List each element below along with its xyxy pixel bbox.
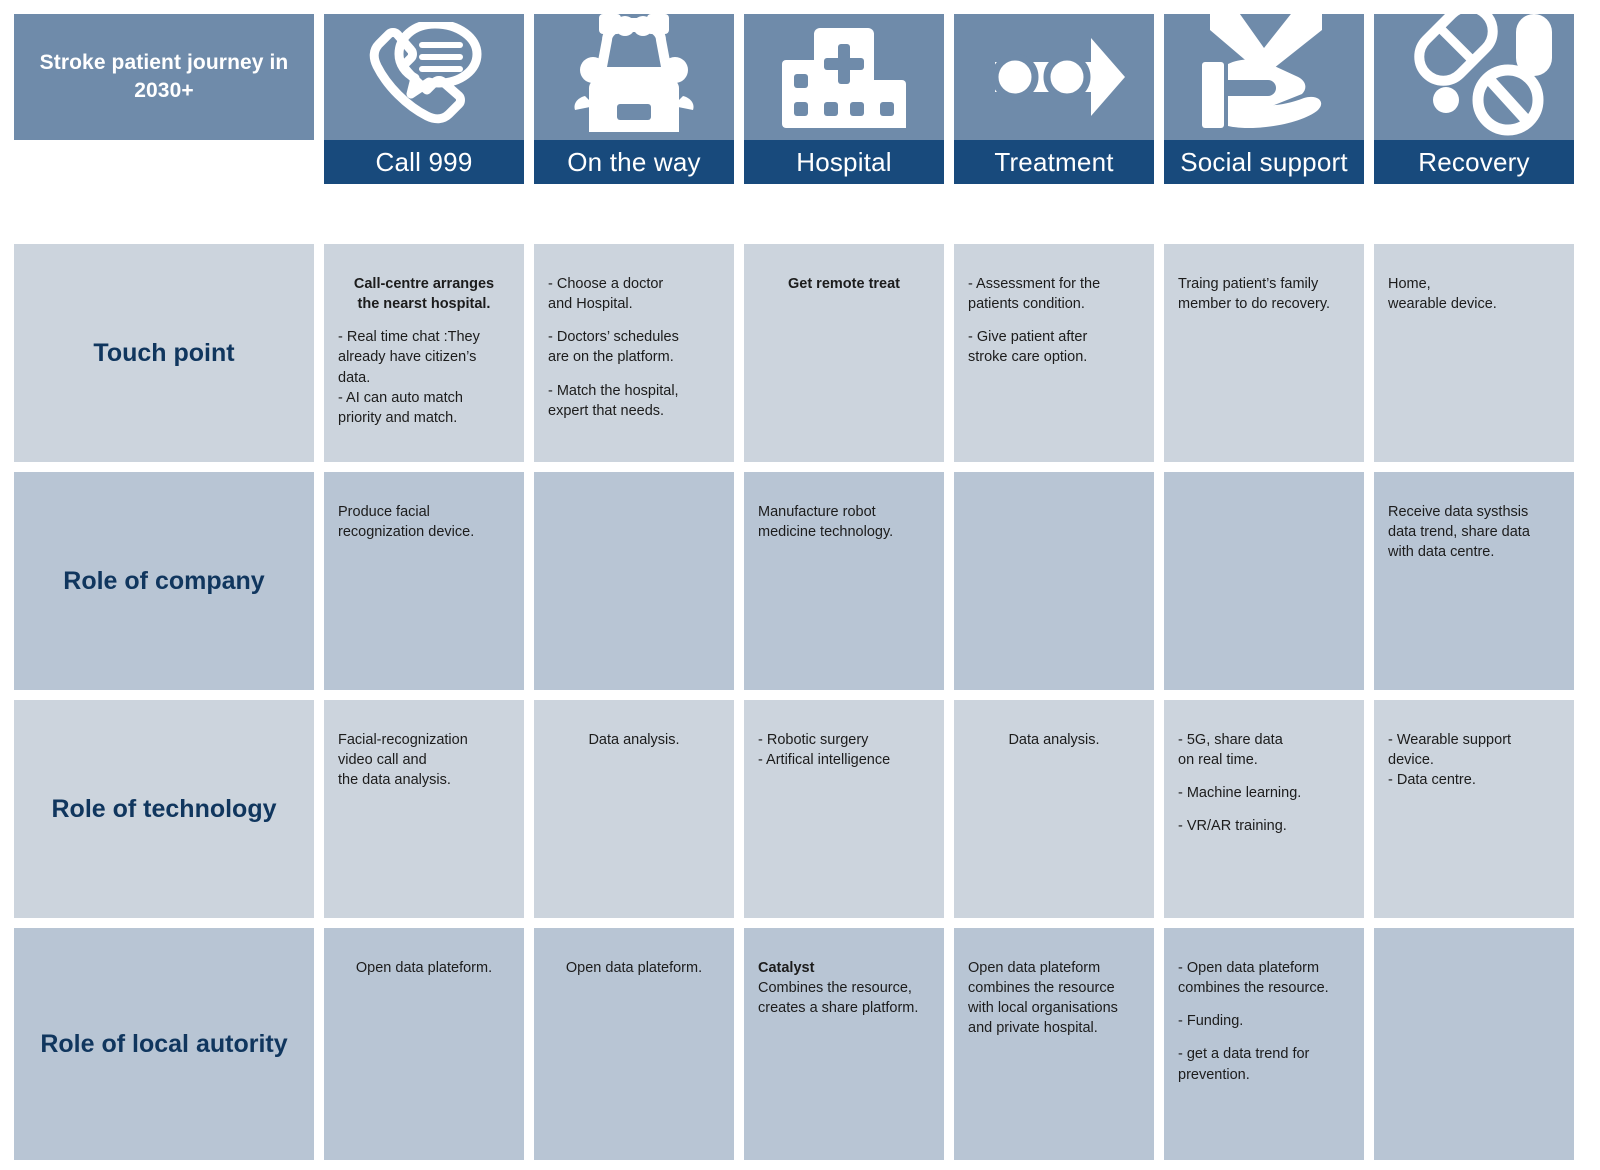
cell-technology-ontheway: Data analysis. (534, 700, 734, 918)
pills-capsule-icon (1394, 14, 1554, 140)
stage-call-999[interactable]: Call 999 (324, 14, 524, 184)
cell-localautority-recovery (1374, 928, 1574, 1160)
cell-company-socialsupport (1164, 472, 1364, 690)
cell-text: - 5G, share data on real time. (1178, 732, 1283, 769)
stage-treatment[interactable]: Treatment (954, 14, 1154, 184)
cell-text: Data analysis. (1008, 732, 1100, 748)
cell-localautority-socialsupport: - Open data plateform combines the resou… (1164, 928, 1364, 1160)
row-label-role-of-local-autority: Role of local autority (14, 928, 314, 1160)
table-row: Role of local autority Open data platefo… (14, 928, 1586, 1160)
cell-text: Home, wearable device. (1388, 276, 1497, 313)
cell-touchpoint-treatment: - Assessment for the patients condition.… (954, 244, 1154, 462)
cell-text: Data analysis. (588, 732, 680, 748)
cell-technology-recovery: - Wearable support device. - Data centre… (1374, 700, 1574, 918)
stage-label-on-the-way[interactable]: On the way (534, 140, 734, 184)
table-row: Role of company Produce facial recogniza… (14, 472, 1586, 690)
cell-text: Open data plateform. (565, 960, 703, 976)
cell-text: Call-centre arranges the nearst hospital… (353, 276, 495, 313)
cell-company-hospital: Manufacture robot medicine technology. (744, 472, 944, 690)
stage-social-support[interactable]: Social support (1164, 14, 1364, 184)
cell-text: Traing patient’s family member to do rec… (1178, 276, 1331, 313)
journey-grid: Touch point Call-centre arranges the nea… (14, 244, 1586, 1170)
stage-on-the-way[interactable]: On the way (534, 14, 734, 184)
cell-text: - Give patient after stroke care option. (968, 329, 1088, 366)
hospital-building-icon (774, 22, 914, 132)
cell-text: - Robotic surgery - Artifical intelligen… (758, 732, 891, 769)
cell-text: Facial-recognization video call and the … (338, 732, 468, 789)
cell-text: - Funding. (1178, 1013, 1244, 1030)
page-title: Stroke patient journey in 2030+ (39, 51, 289, 102)
process-arrow-icon (979, 32, 1129, 122)
cell-text: - Match the hospital, expert that needs. (548, 382, 679, 419)
cell-touchpoint-hospital: Get remote treat (744, 244, 944, 462)
cell-text: - VR/AR training. (1178, 818, 1287, 835)
ambulance-icon (559, 14, 709, 140)
cell-text: - Doctors’ schedules are on the platform… (548, 329, 679, 366)
stage-icon-container (744, 14, 944, 140)
cell-company-ontheway (534, 472, 734, 690)
table-row: Touch point Call-centre arranges the nea… (14, 244, 1586, 462)
cell-text: - Choose a doctor and Hospital. (548, 276, 664, 313)
cell-localautority-hospital: Catalyst Combines the resource, creates … (744, 928, 944, 1160)
board-title-cell: Stroke patient journey in 2030+ (14, 14, 314, 140)
cell-company-treatment (954, 472, 1154, 690)
cell-technology-socialsupport: - 5G, share data on real time. - Machine… (1164, 700, 1364, 918)
cell-technology-call999: Facial-recognization video call and the … (324, 700, 524, 918)
stage-icon-container (954, 14, 1154, 140)
cell-company-call999: Produce facial recognization device. (324, 472, 524, 690)
cell-text: Open data plateform. (355, 960, 493, 976)
cell-technology-treatment: Data analysis. (954, 700, 1154, 918)
cell-technology-hospital: - Robotic surgery - Artifical intelligen… (744, 700, 944, 918)
stage-label-hospital[interactable]: Hospital (744, 140, 944, 184)
row-label-role-of-company: Role of company (14, 472, 314, 690)
stage-label-call-999[interactable]: Call 999 (324, 140, 524, 184)
stage-header-row: Stroke patient journey in 2030+ Call 999 (14, 14, 1586, 184)
cell-touchpoint-socialsupport: Traing patient’s family member to do rec… (1164, 244, 1364, 462)
table-row: Role of technology Facial-recognization … (14, 700, 1586, 918)
row-label-touch-point: Touch point (14, 244, 314, 462)
stage-label-recovery[interactable]: Recovery (1374, 140, 1574, 184)
row-label-role-of-technology: Role of technology (14, 700, 314, 918)
cell-text: Manufacture robot medicine technology. (758, 504, 894, 541)
cell-touchpoint-ontheway: - Choose a doctor and Hospital. - Doctor… (534, 244, 734, 462)
stage-icon-container (1164, 14, 1364, 140)
stage-icon-container (1374, 14, 1574, 140)
cell-text: - Open data plateform combines the resou… (1178, 960, 1329, 997)
cell-text: - Assessment for the patients condition. (968, 276, 1101, 313)
cell-touchpoint-call999: Call-centre arranges the nearst hospital… (324, 244, 524, 462)
cell-text: - Real time chat :They already have citi… (338, 329, 480, 426)
stage-label-treatment[interactable]: Treatment (954, 140, 1154, 184)
cell-localautority-call999: Open data plateform. (324, 928, 524, 1160)
cell-localautority-ontheway: Open data plateform. (534, 928, 734, 1160)
stage-recovery[interactable]: Recovery (1374, 14, 1574, 184)
hand-holding-heart-icon (1184, 14, 1344, 140)
cell-text: Catalyst (758, 960, 815, 976)
cell-localautority-treatment: Open data plateform combines the resourc… (954, 928, 1154, 1160)
cell-text: Receive data systhsis data trend, share … (1388, 504, 1530, 561)
cell-text: Produce facial recognization device. (338, 504, 475, 541)
cell-text: - get a data trend for prevention. (1178, 1046, 1310, 1083)
stage-icon-container (324, 14, 524, 140)
stage-hospital[interactable]: Hospital (744, 14, 944, 184)
cell-touchpoint-recovery: Home, wearable device. (1374, 244, 1574, 462)
stage-label-social-support[interactable]: Social support (1164, 140, 1364, 184)
stage-icon-container (534, 14, 734, 140)
cell-text: Combines the resource, creates a share p… (758, 980, 919, 1017)
cell-text: Open data plateform combines the resourc… (968, 960, 1118, 1037)
cell-company-recovery: Receive data systhsis data trend, share … (1374, 472, 1574, 690)
phone-chat-icon (349, 22, 499, 132)
cell-text: - Machine learning. (1178, 785, 1302, 802)
cell-text: - Wearable support device. - Data centre… (1388, 732, 1512, 789)
cell-text: Get remote treat (787, 276, 900, 292)
